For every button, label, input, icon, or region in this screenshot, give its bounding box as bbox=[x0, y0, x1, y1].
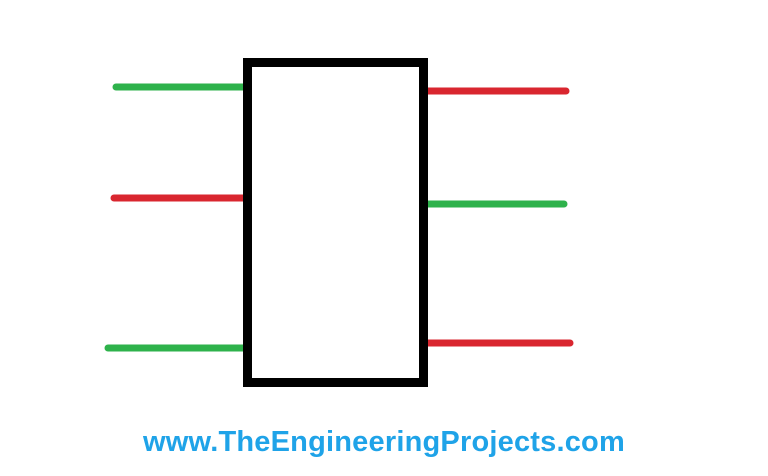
component-body bbox=[243, 58, 428, 387]
website-watermark: www.TheEngineeringProjects.com bbox=[143, 426, 625, 458]
